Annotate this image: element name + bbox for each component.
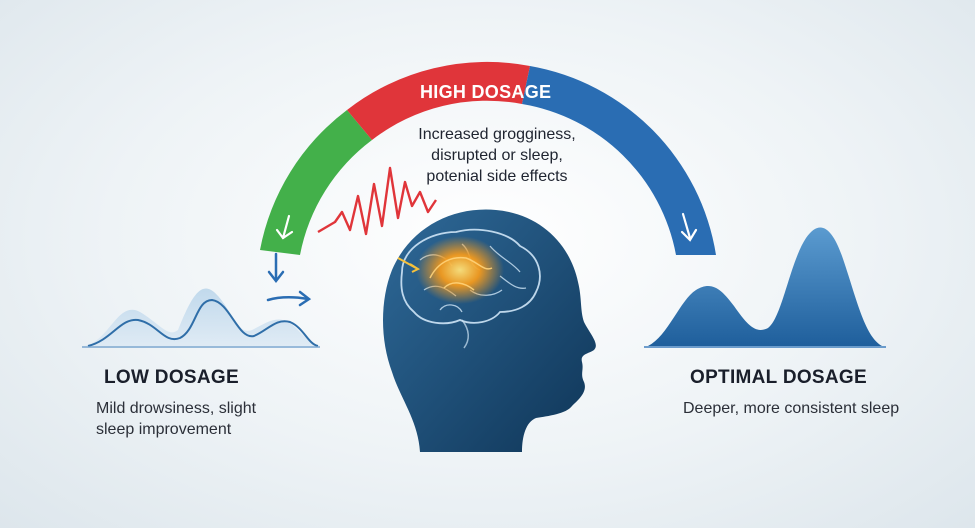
low-dosage-title: LOW DOSAGE — [104, 367, 239, 388]
high-dosage-desc-line: Increased grogginess, — [418, 126, 576, 143]
optimal-dosage-wave-chart — [644, 227, 886, 348]
optimal-dosage-description: Deeper, more consistent sleep — [683, 398, 899, 419]
arrow-down-right-icon — [680, 212, 698, 242]
optimal-dosage-desc-line: Deeper, more consistent sleep — [683, 400, 900, 417]
low-dosage-wave-chart — [82, 288, 320, 348]
arrow-down-icon — [267, 252, 285, 284]
high-dosage-desc-line: disrupted or sleep, — [431, 147, 563, 164]
arc-green-segment — [260, 110, 372, 255]
low-dosage-desc-line: Mild drowsiness, slight — [96, 400, 257, 417]
high-dosage-title: HIGH DOSAGE — [420, 82, 552, 102]
high-dosage-desc-line: potenial side effects — [426, 168, 568, 185]
arc-red-segment — [347, 61, 530, 141]
optimal-dosage-title: OPTIMAL DOSAGE — [690, 367, 867, 388]
low-dosage-description: Mild drowsiness, slight sleep improvemen… — [96, 398, 256, 440]
head-brain-icon — [383, 209, 596, 452]
high-dosage-description: Increased grogginess, disrupted or sleep… — [402, 124, 592, 187]
arc-blue-segment — [522, 66, 716, 255]
zigzag-signal-icon — [317, 166, 437, 236]
arrow-down-left-icon — [275, 214, 294, 240]
low-dosage-desc-line: sleep improvement — [96, 421, 232, 438]
arrow-right-icon — [266, 290, 312, 307]
